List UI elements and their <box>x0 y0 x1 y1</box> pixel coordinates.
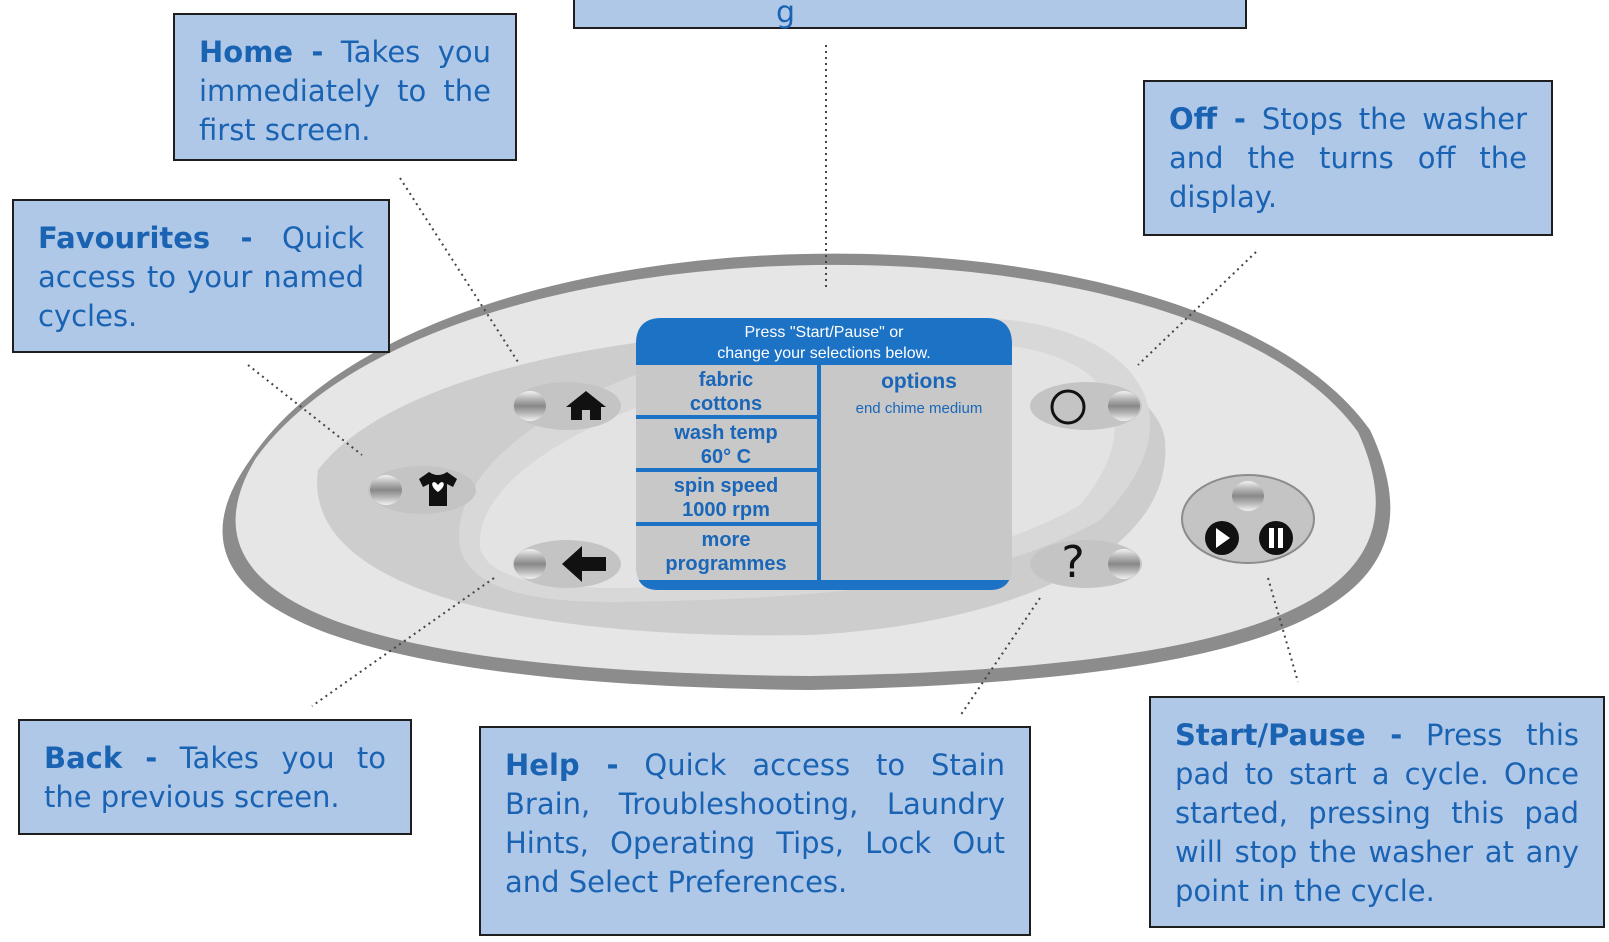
callout-off-text: Stops the washer and the turns off the d… <box>1169 102 1527 214</box>
indicator-light-icon <box>370 475 402 505</box>
callout-favourites-text: Quick access to your named cycles. <box>38 221 364 333</box>
indicator-light-icon <box>1108 391 1140 421</box>
callout-start-pause: Start/Pause - Press this pad to start a … <box>1149 696 1605 928</box>
screen-header-bar <box>636 318 1012 365</box>
screen-prompt: Press "Start/Pause" or change your selec… <box>636 322 1012 364</box>
home-icon <box>566 391 606 420</box>
menu-item-fabric[interactable]: fabric cottons <box>634 368 818 416</box>
callout-favourites-title: Favourites - <box>38 221 253 255</box>
menu-item-more-programmes[interactable]: more programmes <box>634 528 818 576</box>
start-pause-button[interactable] <box>1181 474 1315 564</box>
indicator-light-icon <box>1232 481 1264 511</box>
callout-home-text: Takes you immediately to the first scree… <box>199 35 491 147</box>
leader-lines <box>247 45 1299 717</box>
indicator-light-icon <box>514 391 546 421</box>
leader-line-favourites <box>247 364 363 456</box>
callout-help: Help - Quick access to Stain Brain, Trou… <box>479 726 1031 936</box>
callout-favourites: Favourites - Quick access to your named … <box>12 199 390 353</box>
menu-item-wash-temp[interactable]: wash temp 60° C <box>634 421 818 469</box>
menu-item-line2: 60° C <box>700 446 752 468</box>
callout-start-pause-text: Press this pad to start a cycle. Once st… <box>1175 718 1579 908</box>
indicator-light-icon <box>514 549 546 579</box>
callout-home: Home - Takes you immediately to the firs… <box>173 13 517 161</box>
play-icon <box>1205 521 1239 555</box>
screen-divider-1 <box>636 415 819 419</box>
menu-item-line1: spin speed <box>673 475 779 497</box>
leader-line-start <box>1267 577 1299 683</box>
callout-start-pause-title: Start/Pause - <box>1175 718 1403 752</box>
screen-prompt-line2: change your selections below. <box>717 345 931 362</box>
off-button[interactable] <box>1030 382 1142 430</box>
screen-divider-2 <box>636 468 819 472</box>
menu-item-line1: more <box>701 529 751 551</box>
callout-home-title: Home - <box>199 35 324 69</box>
callout-off: Off - Stops the washer and the turns off… <box>1143 80 1553 236</box>
callout-back-text: Takes you to the previous screen. <box>44 741 386 814</box>
leader-line-home <box>399 177 519 363</box>
pause-icon <box>1259 521 1293 555</box>
home-button[interactable] <box>513 382 621 430</box>
menu-item-line1: wash temp <box>674 422 778 444</box>
menu-item-line2: cottons <box>689 393 763 415</box>
callout-help-title: Help - <box>505 748 619 782</box>
screen-prompt-line1: Press "Start/Pause" or <box>744 324 904 341</box>
favourites-button[interactable] <box>368 466 476 514</box>
menu-item-spin-speed[interactable]: spin speed 1000 rpm <box>634 474 818 522</box>
back-arrow-icon <box>562 546 606 582</box>
help-question-icon: ? <box>1061 537 1085 588</box>
screen-divider-3 <box>636 522 819 526</box>
menu-item-line2: programmes <box>665 553 787 575</box>
indicator-light-icon <box>1108 549 1140 579</box>
menu-item-line2: 1000 rpm <box>682 499 770 521</box>
callout-back-title: Back - <box>44 741 158 775</box>
top-callout-fragment: g <box>776 0 795 30</box>
screen-divider-vertical <box>817 365 821 583</box>
screen-bottom-bar <box>636 580 1012 590</box>
leader-line-back <box>311 577 495 707</box>
display-screen <box>636 318 1012 590</box>
help-button[interactable] <box>1030 540 1142 588</box>
callout-help-text: Quick access to Stain Brain, Troubleshoo… <box>505 748 1005 899</box>
shirt-heart-icon <box>419 472 457 506</box>
options-menu-item[interactable]: options <box>881 370 957 393</box>
menu-item-line1: fabric <box>698 369 754 391</box>
power-off-icon <box>1050 389 1086 425</box>
back-button[interactable] <box>513 540 621 588</box>
callout-back: Back - Takes you to the previous screen. <box>18 719 412 835</box>
callout-off-title: Off - <box>1169 102 1246 136</box>
options-value: end chime medium <box>855 400 983 417</box>
top-callout-box <box>573 0 1247 29</box>
